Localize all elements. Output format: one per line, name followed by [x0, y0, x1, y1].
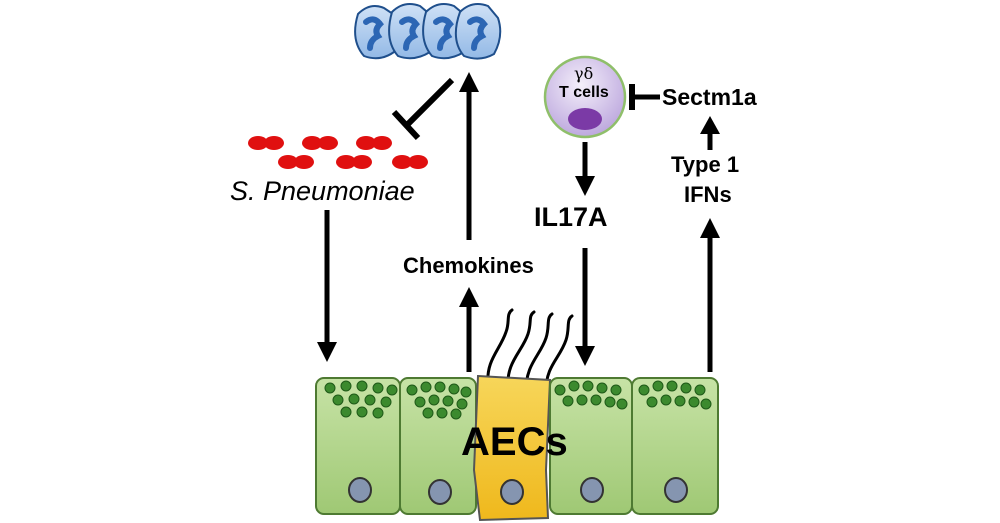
arrow-tcell-to-il17a [575, 142, 595, 196]
bacteria-cluster [248, 136, 428, 169]
arrow-chemokines-to-neutrophils [459, 72, 479, 240]
gd-symbol-label: γδ [574, 64, 594, 83]
neutrophil [388, 3, 436, 60]
neutrophil [454, 3, 502, 60]
chemokines-label: Chemokines [403, 253, 534, 278]
epithelial-cell [399, 377, 477, 515]
il17a-label: IL17A [534, 202, 608, 232]
epithelial-cell [315, 377, 401, 515]
inhibit-sectm1a-tcell [629, 84, 660, 110]
arrow-aec-to-chemokines [459, 287, 479, 372]
ifns-label: IFNs [684, 182, 732, 207]
arrow-il17a-to-aec [575, 248, 595, 366]
ciliated-cell [472, 374, 552, 522]
epithelial-cell [631, 377, 719, 515]
arrow-aec-to-ifns [700, 218, 720, 372]
gd-t-cell [543, 55, 627, 139]
inhibit-neutrophils-bacteria [391, 77, 455, 141]
cilia [486, 308, 574, 392]
epithelium [315, 374, 719, 522]
arrow-ifns-to-sectm1a [700, 116, 720, 150]
neutrophil-cluster [354, 3, 502, 60]
arrow-bacteria-to-aec [317, 210, 337, 362]
t-cells-label: T cells [559, 84, 609, 101]
aecs-label: AECs [461, 420, 568, 464]
type1-label: Type 1 [671, 152, 740, 177]
sectm1a-label: Sectm1a [662, 84, 757, 110]
pathogen-label: S. Pneumoniae [230, 176, 415, 206]
